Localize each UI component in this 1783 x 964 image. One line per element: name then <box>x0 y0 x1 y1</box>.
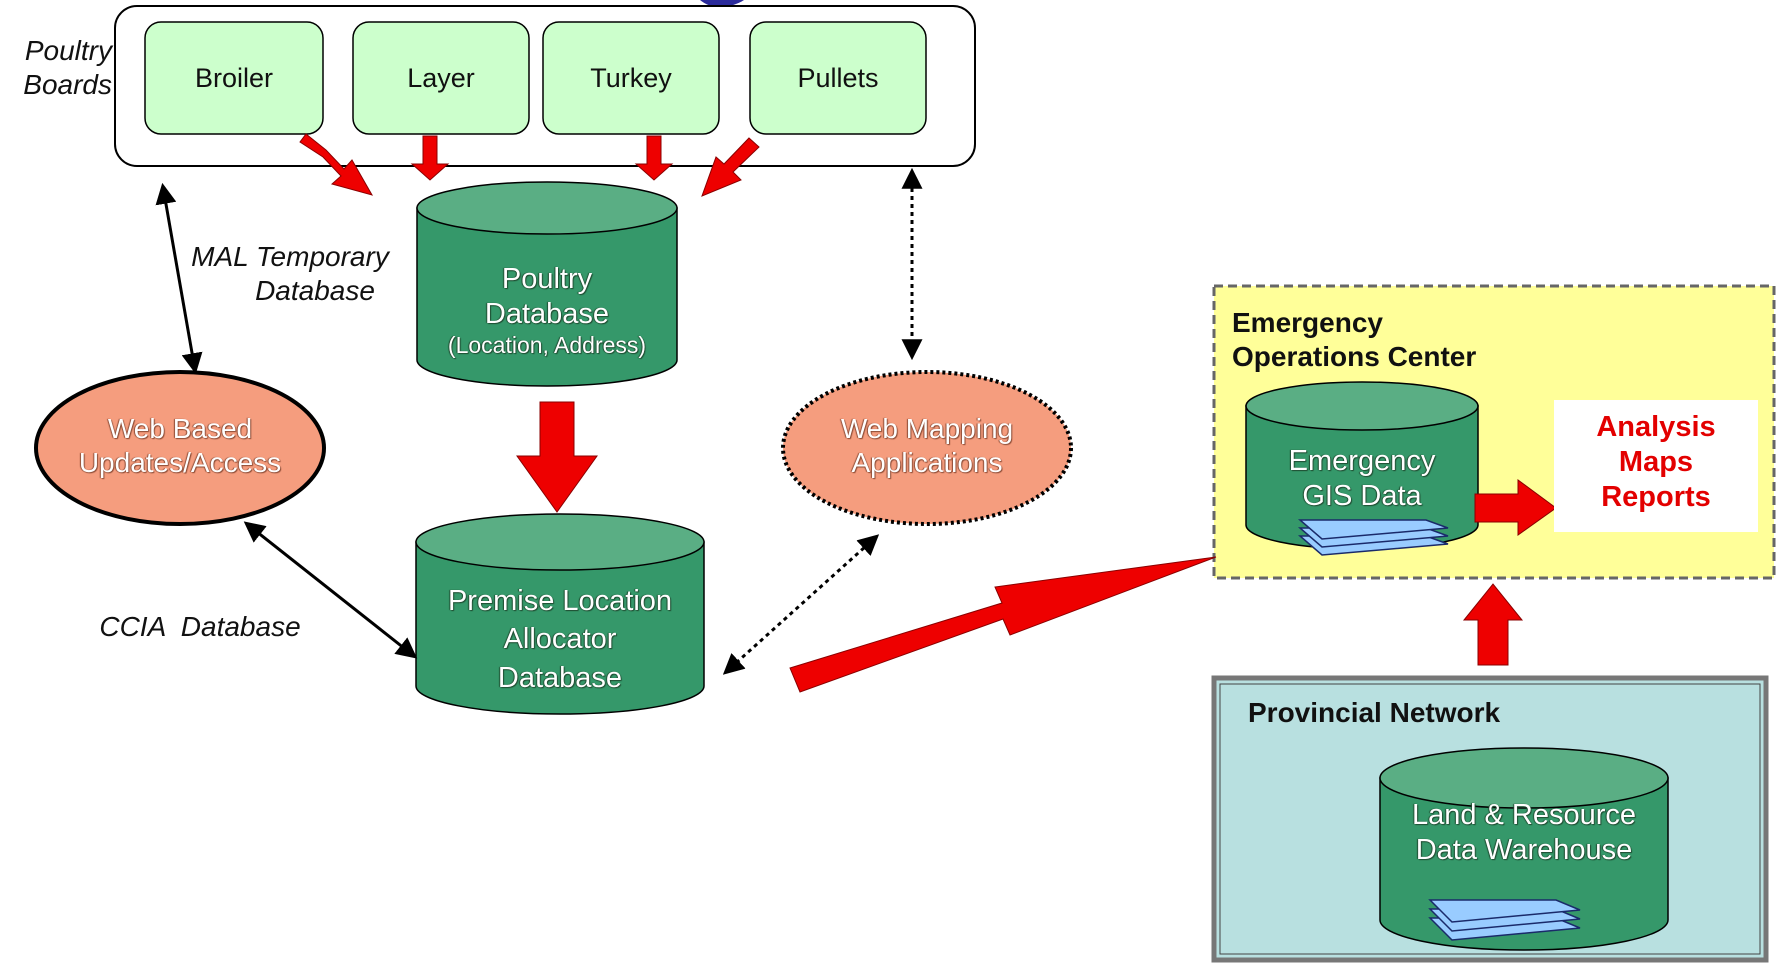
eoc-title-line2: Operations Center <box>1232 340 1477 372</box>
land-resource-line2: Data Warehouse <box>1415 833 1633 866</box>
poultry-db-label: Poultry Database (Location, Address) <box>417 262 677 359</box>
board-label-layer: Layer <box>407 63 475 93</box>
board-box-layer <box>352 21 530 135</box>
poultry-database-cylinder <box>416 181 678 387</box>
output-maps: Maps <box>1618 445 1694 478</box>
web-mapping-line1: Web Mapping <box>840 413 1014 444</box>
pla-db-line1: Premise Location <box>447 585 673 617</box>
land-resource-line1: Land & Resource <box>1411 799 1637 831</box>
mal-label-line1: MAL Temporary <box>191 241 389 272</box>
arrow-turkey-to-db <box>634 135 674 181</box>
eoc-title-line1: Emergency <box>1232 307 1383 338</box>
web-mapping-line2: Applications <box>851 446 1003 478</box>
poultry-db-line2: Database <box>484 297 610 330</box>
emergency-gis-label: Emergency GIS Data <box>1246 444 1478 514</box>
arrow-pullets-to-db <box>701 137 760 197</box>
emergency-gis-line1: Emergency <box>1288 445 1436 477</box>
poultry-db-line1: Poultry <box>501 263 593 295</box>
board-label-pullets: Pullets <box>797 63 879 93</box>
output-analysis: Analysis <box>1596 411 1716 443</box>
pla-db-label: Premise Location Allocator Database <box>416 582 704 697</box>
mal-label-line2: Database <box>255 274 375 306</box>
ccia-database-label: CCIA Database <box>99 611 301 642</box>
web-based-line1: Web Based <box>107 413 253 444</box>
poultry-boards-label-line1: Poultry <box>24 35 112 66</box>
output-reports: Reports <box>1601 480 1711 513</box>
emergency-gis-line2: GIS Data <box>1302 479 1422 512</box>
land-resource-label: Land & Resource Data Warehouse <box>1380 798 1668 868</box>
board-box-broiler <box>144 21 324 135</box>
outputs-label: Analysis Maps Reports <box>1554 410 1758 514</box>
board-label-turkey: Turkey <box>590 63 672 93</box>
poultry-db-line3: (Location, Address) <box>447 331 647 358</box>
warehouse-layers-icon <box>1428 899 1581 941</box>
web-mapping-oval <box>781 370 1073 526</box>
arrow-gis-to-outputs <box>1474 479 1557 536</box>
web-based-label: Web Based Updates/Access <box>36 412 324 479</box>
outputs-box <box>1554 400 1758 532</box>
web-mapping-label: Web Mapping Applications <box>783 412 1071 479</box>
poultry-boards-label-line2: Boards <box>23 68 112 100</box>
board-box-turkey <box>542 21 720 135</box>
gis-layers-icon <box>1297 519 1449 556</box>
board-label-broiler: Broiler <box>194 63 274 93</box>
arrow-poultry-db-to-pla <box>516 401 598 513</box>
pla-db-line2: Allocator <box>503 623 617 656</box>
eoc-title: Emergency Operations Center <box>1232 306 1476 373</box>
pla-database-cylinder <box>415 513 705 715</box>
arrow-pla-to-eoc <box>789 556 1217 693</box>
arrow-layer-to-db <box>410 135 450 181</box>
arrow-provincial-to-eoc <box>1462 583 1524 666</box>
pla-db-line3: Database <box>497 661 623 694</box>
provincial-title: Provincial Network <box>1248 697 1501 728</box>
arrow-broiler-to-db <box>299 133 374 196</box>
board-box-pullets <box>749 21 927 135</box>
arrow-web-based-to-pla <box>243 521 418 659</box>
web-based-line2: Updates/Access <box>78 446 282 478</box>
mal-temporary-label: MAL Temporary Database <box>170 240 410 307</box>
poultry-boards-label: Poultry Boards <box>8 34 112 101</box>
emergency-gis-cylinder <box>1245 381 1479 550</box>
arrow-web-mapping-to-pla <box>722 534 880 675</box>
arrow-boards-to-web-based <box>155 182 203 375</box>
